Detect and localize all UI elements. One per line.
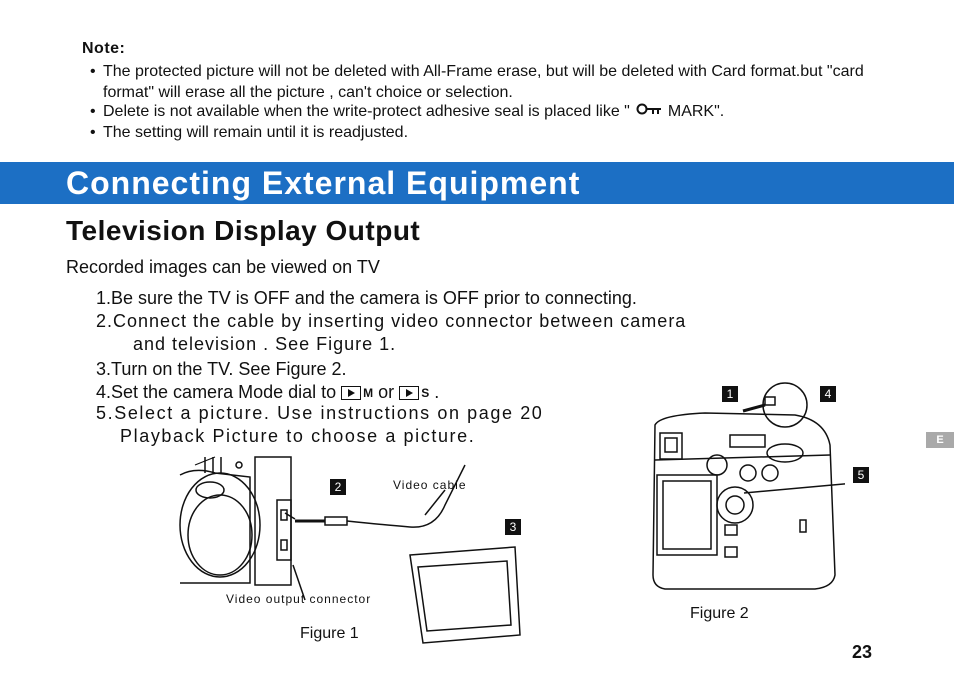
- language-side-tab: E: [926, 432, 954, 448]
- note-bullet-2: • Delete is not available when the write…: [90, 101, 910, 122]
- figure-2-callout-1: 1: [722, 386, 738, 402]
- section-banner: Connecting External Equipment: [0, 162, 954, 204]
- figure-1-callout-3: 3: [505, 519, 521, 535]
- step-3: 3.Turn on the TV. See Figure 2.: [96, 359, 347, 379]
- note-bullet-text: The setting will remain until it is read…: [103, 124, 409, 141]
- figure-1-callout-2: 2: [330, 479, 346, 495]
- note-title: Note:: [82, 40, 126, 57]
- bullet-dot: •: [90, 63, 96, 80]
- video-cable-label: Video cable: [393, 478, 467, 492]
- bullet-dot: •: [90, 103, 96, 120]
- step-4: 4.Set the camera Mode dial to M or S .: [96, 382, 439, 403]
- figure-2-illustration: [652, 382, 845, 590]
- page-number: 23: [852, 642, 873, 662]
- note-bullet-text: The protected picture will not be delete…: [103, 63, 864, 101]
- step-2-line-2: and television . See Figure 1.: [133, 334, 397, 354]
- banner-title: Connecting External Equipment: [66, 165, 581, 201]
- note-bullet-1: • The protected picture will not be dele…: [90, 61, 910, 103]
- playback-mode-icon: S: [399, 386, 429, 401]
- figure-2-callout-4: 4: [820, 386, 836, 402]
- figure-2-label: Figure 2: [690, 605, 749, 622]
- step-5-line-1: 5.Select a picture. Use instructions on …: [96, 403, 544, 423]
- section-title: Television Display Output: [66, 215, 421, 246]
- note-bullet-text-before: Delete is not available when the write-p…: [103, 103, 630, 120]
- step-4-or: or: [378, 382, 395, 402]
- step-4-end: .: [434, 382, 440, 402]
- key-icon: [636, 101, 662, 122]
- playback-mode-icon: M: [341, 386, 373, 401]
- section-intro: Recorded images can be viewed on TV: [66, 257, 380, 277]
- step-5-line-2: Playback Picture to choose a picture.: [120, 426, 476, 446]
- step-1: 1.Be sure the TV is OFF and the camera i…: [96, 288, 637, 308]
- step-4-text: 4.Set the camera Mode dial to: [96, 382, 337, 402]
- figure-2-callout-5: 5: [853, 467, 869, 483]
- step-2-line-1: 2.Connect the cable by inserting video c…: [96, 311, 687, 331]
- note-bullet-3: • The setting will remain until it is re…: [90, 122, 910, 143]
- video-output-connector-label: Video output connector: [226, 592, 372, 606]
- figure-1-label: Figure 1: [300, 625, 359, 642]
- bullet-dot: •: [90, 124, 96, 141]
- figure-1-illustration: [179, 456, 521, 644]
- note-bullet-text-after: MARK".: [667, 103, 725, 120]
